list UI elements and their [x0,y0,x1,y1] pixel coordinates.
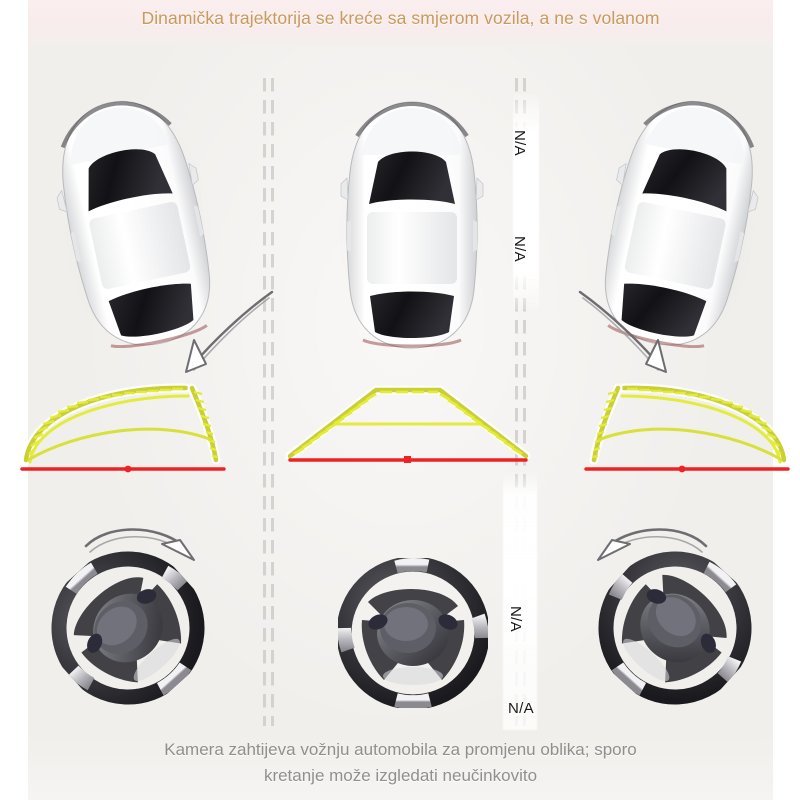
car-top-view-center [337,100,487,350]
steering-wheel-center [338,558,488,708]
page-title: Dinamička trajektorija se kreće sa smjer… [141,8,660,28]
na-label-top-1: N/A [511,130,528,156]
na-label-bottom-1: N/A [507,606,524,632]
footer-caption-line-1: Kamera zahtijeva vožnju automobila za pr… [164,740,637,759]
steering-rotation-arrow-right-icon [592,520,712,580]
trajectory-overlay-center [280,378,536,488]
column-divider-right [514,78,528,726]
footer-caption-line-2: kretanje može izgledati neučinkovito [263,766,538,785]
car-top-view-left [36,85,235,361]
light-strip-bottom [503,470,537,730]
car-top-view-right [581,85,780,361]
steering-rotation-arrow-left-icon [80,520,200,580]
steering-wheel-left [22,522,234,734]
na-label-top-2: N/A [511,236,528,262]
header-band [28,0,773,46]
footer-caption: Kamera zahtijeva vožnju automobila za pr… [48,737,753,789]
trajectory-overlay-right [532,378,794,488]
footer-band [28,735,773,800]
car-direction-arrow-right-icon [570,288,680,378]
light-strip-top [513,94,539,310]
trajectory-overlay-left [16,378,284,488]
car-direction-arrow-left-icon [172,288,282,378]
steering-wheel-right [569,522,781,734]
na-label-bottom-2: N/A [508,700,534,717]
column-divider-left [262,78,276,726]
